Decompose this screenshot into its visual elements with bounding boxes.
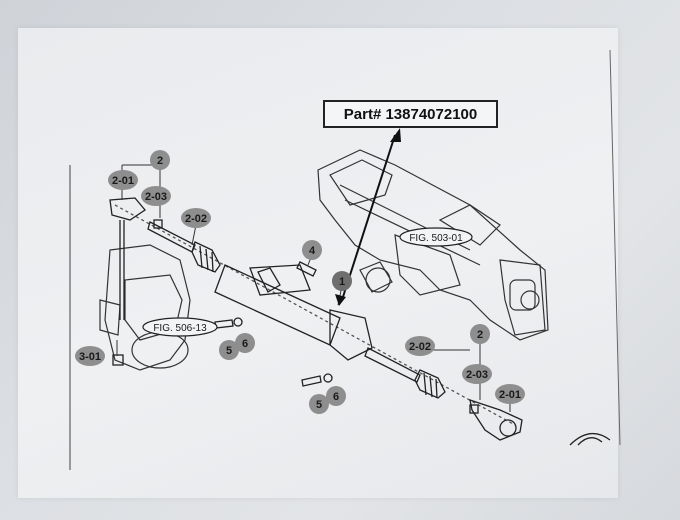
svg-text:3-01: 3-01 xyxy=(79,351,101,363)
svg-text:2: 2 xyxy=(157,155,163,167)
svg-text:6: 6 xyxy=(333,391,339,403)
svg-text:6: 6 xyxy=(242,338,248,350)
callout-3-01[interactable]: 3-01 xyxy=(75,346,105,366)
callout-6-left[interactable]: 6 xyxy=(235,333,255,353)
callout-2-03-right[interactable]: 2-03 xyxy=(462,364,492,384)
callout-2-02-left[interactable]: 2-02 xyxy=(181,208,211,228)
svg-text:5: 5 xyxy=(316,399,322,411)
callout-2-01-right[interactable]: 2-01 xyxy=(495,384,525,404)
right-border-line xyxy=(609,49,621,446)
callout-2-right[interactable]: 2 xyxy=(470,324,490,344)
figure-ref-503-label: FIG. 503-01 xyxy=(409,233,463,244)
svg-text:4: 4 xyxy=(309,245,316,257)
figure-ref-503[interactable]: FIG. 503-01 xyxy=(399,227,473,247)
part-arrow xyxy=(335,128,401,306)
tie-rod-assembly xyxy=(109,197,611,446)
svg-text:2-03: 2-03 xyxy=(145,191,167,203)
svg-text:2-02: 2-02 xyxy=(185,213,207,225)
callout-6-bottom[interactable]: 6 xyxy=(326,386,346,406)
svg-text:5: 5 xyxy=(226,345,232,357)
callout-4[interactable]: 4 xyxy=(302,240,322,260)
svg-text:2: 2 xyxy=(477,329,483,341)
callout-2-03-left[interactable]: 2-03 xyxy=(141,186,171,206)
svg-text:2-01: 2-01 xyxy=(499,389,521,401)
figure-ref-506-label: FIG. 506-13 xyxy=(153,323,207,334)
svg-text:1: 1 xyxy=(339,276,345,288)
callout-1[interactable]: 1 xyxy=(332,271,352,291)
callout-2-02-right[interactable]: 2-02 xyxy=(405,336,435,356)
callout-5-bottom[interactable]: 5 xyxy=(309,394,329,414)
figure-ref-506[interactable]: FIG. 506-13 xyxy=(142,317,218,337)
callout-2-01-left[interactable]: 2-01 xyxy=(108,170,138,190)
wheel-hub xyxy=(99,244,191,371)
callout-5-left[interactable]: 5 xyxy=(219,340,239,360)
svg-text:2-02: 2-02 xyxy=(409,341,431,353)
part-number-label: Part# 13874072100 xyxy=(323,100,498,128)
paper-sheet xyxy=(18,28,618,498)
svg-text:2-03: 2-03 xyxy=(466,369,488,381)
callout-2-top[interactable]: 2 xyxy=(150,150,170,170)
svg-text:2-01: 2-01 xyxy=(112,175,134,187)
